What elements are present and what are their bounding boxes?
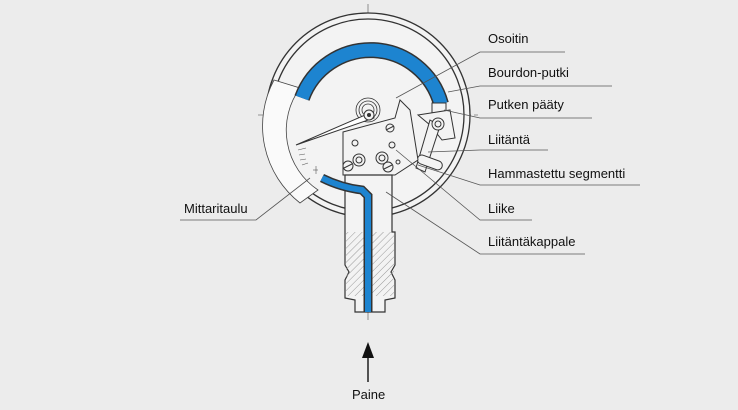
label-toothed-segment: Hammastettu segmentti [488, 166, 626, 181]
label-movement: Liike [488, 201, 515, 216]
label-bourdon-tube: Bourdon-putki [488, 65, 569, 80]
label-tube-end: Putken pääty [488, 97, 564, 112]
label-pointer: Osoitin [488, 31, 529, 46]
label-connection-piece: Liitäntäkappale [488, 234, 576, 249]
pressure-arrow-icon [362, 342, 374, 382]
label-connection: Liitäntä [488, 132, 530, 147]
connection-link [415, 117, 445, 173]
movement [342, 99, 419, 176]
dial-scale [262, 79, 319, 204]
label-pressure: Paine [352, 387, 386, 402]
leader-lines [180, 51, 640, 255]
dial-ticks [297, 147, 318, 174]
label-dial: Mittaritaulu [184, 201, 248, 216]
